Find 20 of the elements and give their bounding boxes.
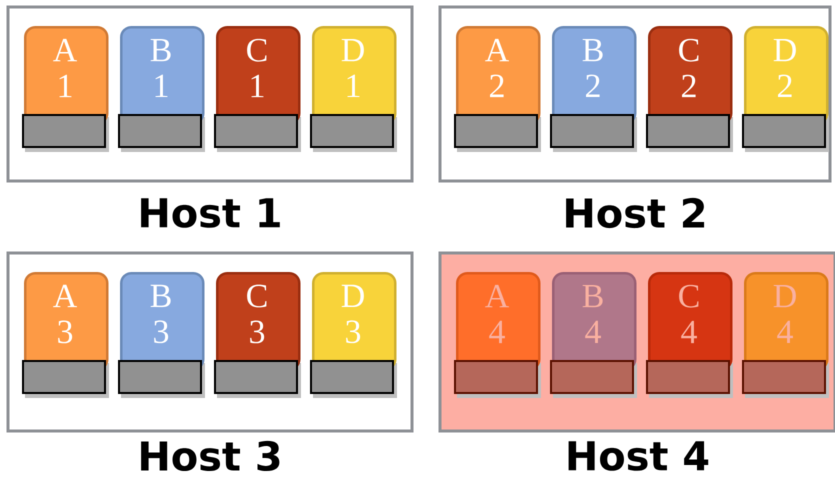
instance-tile: C 1 (214, 26, 301, 152)
instance-tile: A 1 (22, 26, 109, 152)
instance-tile: B 3 (118, 272, 205, 398)
instance-tile: D 4 (742, 272, 829, 398)
instance-tile: A 4 (454, 272, 541, 398)
instance-tile: C 4 (646, 272, 733, 398)
instance-tile: B 4 (550, 272, 637, 398)
instance-tile: D 1 (310, 26, 397, 152)
instance-tile: C 3 (214, 272, 301, 398)
instance-tile: A 3 (22, 272, 109, 398)
node-label: Host 4 (568, 441, 708, 471)
instance-tile: D 3 (310, 272, 397, 398)
instance-tile: D 2 (742, 26, 829, 152)
node-label: Host 2 (566, 198, 704, 228)
node-label: Host 1 (141, 198, 280, 228)
instance-tile: B 2 (550, 26, 637, 152)
node-label: Host 3 (141, 440, 280, 472)
instance-tile: C 2 (646, 26, 733, 152)
instance-tile: B 1 (118, 26, 205, 152)
instance-tile: A 2 (454, 26, 541, 152)
